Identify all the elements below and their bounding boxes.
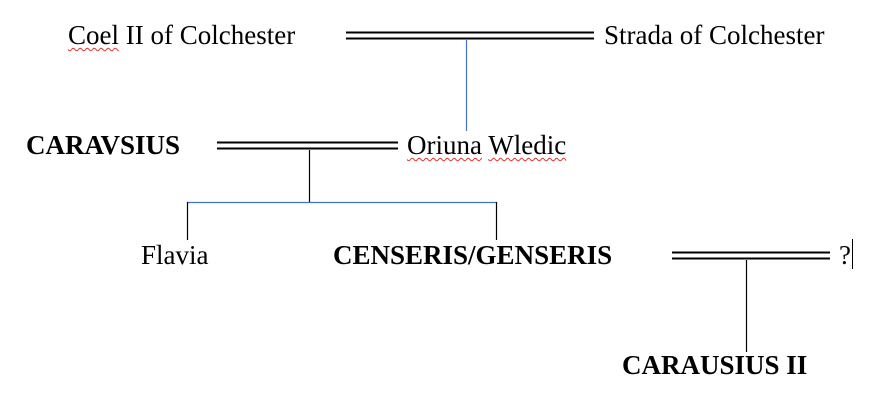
person-unknown-spouse[interactable]: ? <box>839 240 851 270</box>
marriage-line-coel-strada <box>346 31 594 40</box>
wledic-word: Wledic <box>488 130 567 160</box>
marriage-line-caravsius-oriuna <box>217 141 398 150</box>
person-oriuna-wledic[interactable]: Oriuna Wledic <box>407 132 566 159</box>
person-censeris-genseris[interactable]: CENSERIS/GENSERIS <box>333 240 613 270</box>
person-strada[interactable]: Strada of Colchester <box>604 20 825 50</box>
oriuna-word: Oriuna <box>407 130 482 160</box>
marriage-line-censeris-unknown <box>672 251 830 260</box>
person-carausius-ii[interactable]: CARAUSIUS II <box>622 350 808 380</box>
person-caravsius[interactable]: CARAVSIUS <box>26 130 181 160</box>
coel-spellcheck-word: Coel <box>68 20 119 50</box>
person-flavia[interactable]: Flavia <box>141 240 209 270</box>
text-cursor <box>852 239 853 269</box>
person-coel-ii[interactable]: Coel II of Colchester <box>68 20 296 50</box>
